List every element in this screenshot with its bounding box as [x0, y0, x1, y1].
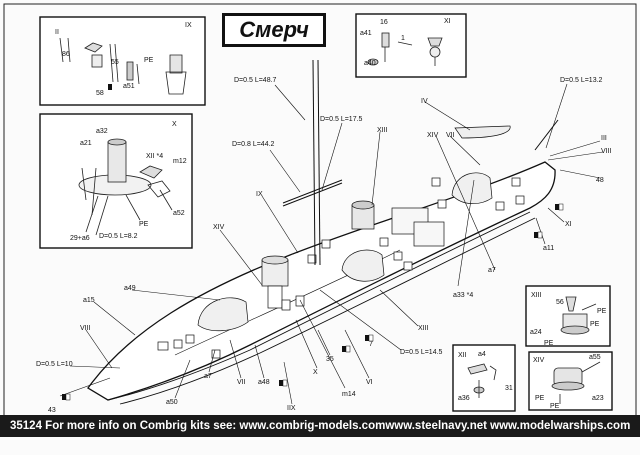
inset-xiii-label: 56: [556, 299, 564, 306]
callout-a48: a48: [258, 379, 270, 386]
callout-vii: VII: [446, 132, 455, 139]
callout-iii: III: [601, 135, 607, 142]
inset-xiii-roman: XIII: [531, 292, 542, 299]
callout-ix: IX: [256, 191, 263, 198]
inset-ix: [39, 16, 206, 106]
footer-right-text: www.steelnavy.net www.modelwarships.com: [385, 420, 631, 432]
callout-vi: VI: [366, 379, 373, 386]
callout-a11: a11: [543, 245, 554, 252]
callout-bow-spar: D=0.5 L=13.2: [560, 77, 603, 84]
inset-xii-label: a4: [478, 351, 486, 358]
inset-xiv-roman: XIV: [533, 357, 545, 364]
inset-ix-label: 58: [96, 90, 104, 97]
callout-xiv: XIV: [427, 132, 439, 139]
callout-iv: IV: [421, 98, 428, 105]
inset-ix-label: PE: [144, 57, 154, 64]
inset-xi-label: 1: [401, 35, 405, 42]
callout-viii: VIII: [601, 148, 612, 155]
inset-x-label: 29+a6: [70, 235, 90, 242]
page-title: Смерч: [239, 17, 309, 42]
callout-43: 43: [48, 407, 56, 414]
callout-x: X: [313, 369, 318, 376]
callout-a49: a49: [124, 285, 136, 292]
inset-ix-label: II: [55, 29, 59, 36]
inset-x: [39, 113, 193, 249]
mast: [282, 59, 559, 266]
inset-xiii-label: PE: [590, 321, 600, 328]
inset-ix-label: a51: [123, 83, 135, 90]
callout-viii-b: VIII: [80, 325, 91, 332]
callout-mast-mid: D=0.8 L=44.2: [232, 141, 275, 148]
callout-m14: m14: [342, 391, 356, 398]
inset-xi-label: a40: [364, 60, 376, 67]
callout-xiii: XIII: [377, 127, 388, 134]
callout-xiv-b: XIV: [213, 224, 225, 231]
callout-vii-b: VII: [237, 379, 246, 386]
inset-xiv-label: PE: [535, 395, 545, 402]
callout-a33: a33 *4: [453, 292, 473, 299]
inset-x-label: m12: [173, 158, 187, 165]
inset-xiii-label: PE: [597, 308, 607, 315]
inset-xi-roman: XI: [444, 18, 451, 25]
inset-xiv: [528, 351, 613, 411]
part-markers: [62, 84, 564, 401]
title-box: Смерч: [222, 13, 326, 47]
callout-xiii-b: XIII: [418, 325, 429, 332]
inset-xiv-label: a23: [592, 395, 604, 402]
callout-48: 48: [596, 177, 604, 184]
callout-bow-rail: D=0.5 L=10: [36, 361, 73, 368]
inset-x-roman: X: [172, 121, 177, 128]
footer-left-text: 35124 For more info on Combrig kits see:…: [10, 420, 386, 432]
callout-yard: D=0.5 L=17.5: [320, 116, 363, 123]
inset-xii-label: a36: [458, 395, 470, 402]
callout-xi: XI: [565, 221, 572, 228]
footer-bar: 35124 For more info on Combrig kits see:…: [0, 415, 640, 437]
inset-xi-label: 16: [380, 19, 388, 26]
inset-x-label: a21: [80, 140, 92, 147]
callout-a7: a7: [488, 267, 496, 274]
inset-xi: [355, 13, 467, 78]
inset-xii: [452, 344, 516, 412]
inset-x-label: D=0.5 L=8.2: [99, 233, 138, 240]
inset-xi-label: a41: [360, 30, 372, 37]
inset-x-label: a52: [173, 210, 185, 217]
callout-a7-b: a7: [204, 373, 212, 380]
inset-xii-label: 31: [505, 385, 513, 392]
inset-xii-roman: XII: [458, 352, 467, 359]
inset-xiii-label: a24: [530, 329, 542, 336]
deck-fittings: [157, 125, 525, 359]
inset-ix-label: 86: [62, 51, 70, 58]
inset-x-label: PE: [139, 221, 149, 228]
callout-7: 7: [369, 341, 373, 348]
callout-stern-rail: D=0.5 L=14.5: [400, 349, 443, 356]
inset-ix-roman: IX: [185, 22, 192, 29]
callout-a50: a50: [166, 399, 178, 406]
leader-lines: [59, 83, 604, 405]
callout-35: 35: [326, 356, 334, 363]
inset-x-label: a32: [96, 128, 108, 135]
callout-mast-top: D=0.5 L=48.7: [234, 77, 277, 84]
inset-ix-label: 55: [111, 59, 119, 66]
inset-xiv-label: PE: [550, 403, 560, 410]
inset-xiii-label: PE: [544, 340, 554, 347]
callout-a15: a15: [83, 297, 95, 304]
inset-xiv-label: a55: [589, 354, 601, 361]
callout-iix: IIX: [287, 405, 296, 412]
inset-x-label: XII *4: [146, 153, 163, 160]
inset-xiii: [525, 285, 611, 347]
